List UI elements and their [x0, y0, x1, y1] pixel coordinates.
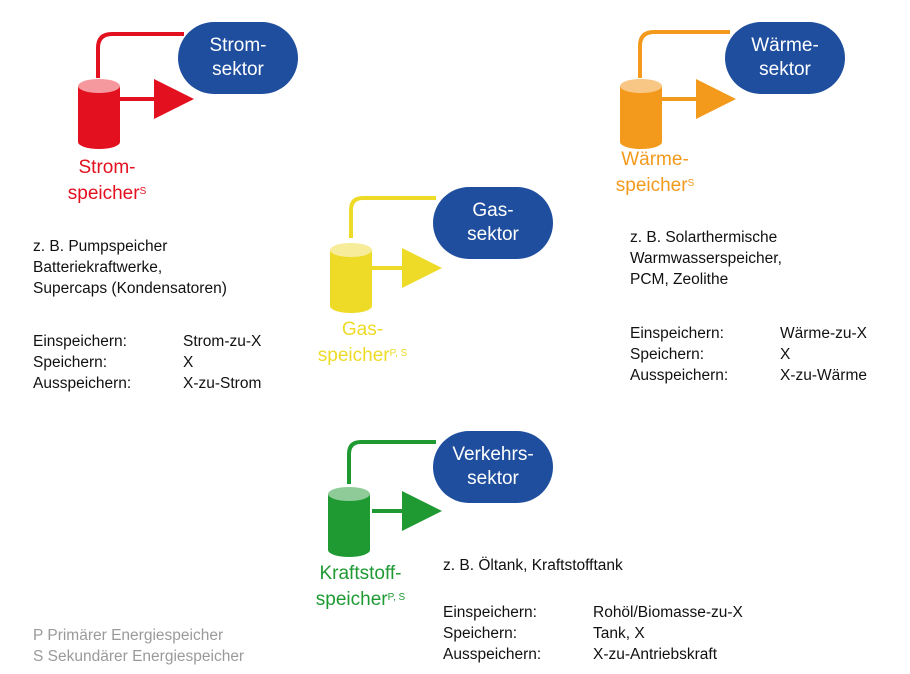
gas-speicher-sup: P, S [389, 348, 408, 359]
waerme-example-1: z. B. Solarthermische [630, 229, 778, 246]
gas-speicher-line2: speicher [317, 345, 390, 366]
gas-speicher-line1: Gas- [341, 319, 384, 340]
strom-sektor-line2: sektor [212, 59, 264, 80]
waerme-example-3: PCM, Zeolithe [630, 271, 729, 288]
strom-speicher-label: Strom- speicherS [52, 155, 162, 207]
waerme-speicher-sup: S [687, 178, 695, 189]
kraftstoff-row-value: Tank, X [593, 625, 645, 642]
strom-example-3: Supercaps (Kondensatoren) [33, 280, 227, 297]
waerme-examples: z. B. Solarthermische Warmwasserspeicher… [630, 227, 782, 290]
waerme-speicher-line2: speicher [615, 175, 688, 196]
legend: P Primärer Energiespeicher S Sekundärer … [33, 625, 244, 667]
kraftstoff-row-label: Speichern: [443, 625, 518, 642]
strom-examples: z. B. Pumpspeicher Batteriekraftwerke, S… [33, 236, 227, 299]
kraftstoff-row-label: Ausspeichern: [443, 646, 542, 663]
waerme-process-table: Einspeichern: Wärme-zu-X Speichern: X Auss… [630, 323, 867, 386]
kraftstoff-connectors [347, 440, 442, 531]
kraftstoff-speicher-line2: speicher [315, 589, 388, 610]
kraftstoff-process-table: Einspeichern: Rohöl/Biomasse-zu-X Speiche… [443, 602, 743, 665]
gas-speicher-label: Gas- speicherP, S [305, 317, 420, 369]
kraftstoff-speicher-sup: P, S [387, 592, 406, 603]
waerme-row-value: X [780, 346, 791, 363]
waerme-example-2: Warmwasserspeicher, [630, 250, 782, 267]
strom-speicher-cylinder [78, 79, 120, 149]
waerme-speicher-label: Wärme- speicherS [590, 147, 720, 199]
waerme-speicher-line1: Wärme- [621, 149, 689, 170]
kraftstoff-speicher-label: Kraftstoff- speicherP, S [298, 561, 423, 613]
strom-example-2: Batteriekraftwerke, [33, 259, 163, 276]
legend-secondary: S Sekundärer Energiespeicher [33, 648, 245, 665]
strom-example-1: z. B. Pumpspeicher [33, 238, 168, 255]
kraftstoff-row-label: Einspeichern: [443, 604, 537, 621]
waerme-row-label: Ausspeichern: [630, 367, 729, 384]
waerme-row-label: Speichern: [630, 346, 705, 363]
waerme-connectors [638, 30, 736, 119]
gas-sektor-line2: sektor [467, 224, 519, 245]
strom-row-einspeichern: Einspeichern: Strom-zu-X [33, 331, 261, 352]
waerme-sektor-line2: sektor [759, 59, 811, 80]
gas-speicher-cylinder [330, 243, 372, 313]
kraftstoff-example-1: z. B. Öltank, Kraftstofftank [443, 557, 623, 574]
strom-speicher-line2: speicher [67, 183, 140, 204]
waerme-row-einspeichern: Einspeichern: Wärme-zu-X [630, 323, 867, 344]
strom-sektor-box: Strom- sektor [178, 22, 298, 94]
kraftstoff-row-ausspeichern: Ausspeichern: X-zu-Antriebskraft [443, 644, 743, 665]
waerme-row-ausspeichern: Ausspeichern: X-zu-Wärme [630, 365, 867, 386]
waerme-row-value: X-zu-Wärme [780, 367, 867, 384]
strom-row-value: Strom-zu-X [183, 333, 262, 350]
waerme-row-value: Wärme-zu-X [780, 325, 867, 342]
kraftstoff-examples: z. B. Öltank, Kraftstofftank [443, 555, 623, 576]
strom-process-table: Einspeichern: Strom-zu-X Speichern: X Auss… [33, 331, 261, 394]
strom-row-label: Ausspeichern: [33, 375, 132, 392]
strom-row-speichern: Speichern: X [33, 352, 261, 373]
kraftstoff-row-value: Rohöl/Biomasse-zu-X [593, 604, 743, 621]
verkehrs-sektor-line1: Verkehrs- [452, 444, 534, 465]
kraftstoff-row-value: X-zu-Antriebskraft [593, 646, 718, 663]
strom-connectors [96, 32, 194, 119]
strom-row-value: X-zu-Strom [183, 375, 262, 392]
strom-speicher-line1: Strom- [78, 157, 136, 178]
gas-sektor-line1: Gas- [472, 200, 514, 221]
verkehrs-sektor-box: Verkehrs- sektor [433, 431, 553, 503]
kraftstoff-speicher-line1: Kraftstoff- [319, 563, 402, 584]
strom-row-ausspeichern: Ausspeichern: X-zu-Strom [33, 373, 261, 394]
strom-speicher-sup: S [139, 186, 147, 197]
legend-primary: P Primärer Energiespeicher [33, 627, 224, 644]
kraftstoff-row-speichern: Speichern: Tank, X [443, 623, 743, 644]
gas-connectors [349, 196, 442, 288]
strom-row-label: Einspeichern: [33, 333, 127, 350]
kraftstoff-speicher-cylinder [328, 487, 370, 557]
strom-sektor-line1: Strom- [209, 35, 267, 56]
strom-row-label: Speichern: [33, 354, 108, 371]
waerme-row-speichern: Speichern: X [630, 344, 867, 365]
gas-sektor-box: Gas- sektor [433, 187, 553, 259]
verkehrs-sektor-line2: sektor [467, 468, 519, 489]
waerme-row-label: Einspeichern: [630, 325, 724, 342]
kraftstoff-row-einspeichern: Einspeichern: Rohöl/Biomasse-zu-X [443, 602, 743, 623]
waerme-sektor-box: Wärme- sektor [725, 22, 845, 94]
waerme-speicher-cylinder [620, 79, 662, 149]
waerme-sektor-line1: Wärme- [751, 35, 819, 56]
strom-row-value: X [183, 354, 194, 371]
